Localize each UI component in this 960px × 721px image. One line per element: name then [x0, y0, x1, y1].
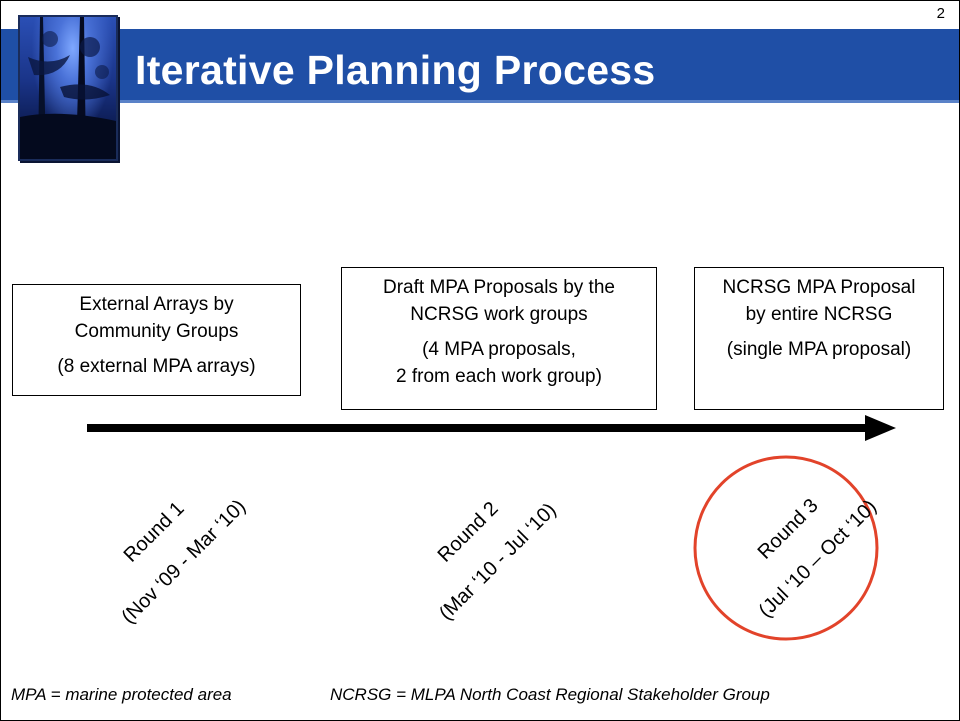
title-bar: [1, 29, 959, 103]
footnote-ncrsg: NCRSG = MLPA North Coast Regional Stakeh…: [330, 685, 770, 704]
round-1-box: External Arrays by Community Groups (8 e…: [12, 284, 301, 396]
round-1-box-line2: Community Groups: [74, 321, 239, 342]
round-3-box-detail: (single MPA proposal): [726, 339, 912, 360]
round-3-box: NCRSG MPA Proposal by entire NCRSG (sing…: [694, 267, 944, 410]
round-2-box-line2: NCRSG work groups: [410, 304, 588, 325]
title-bar-divider: [1, 100, 959, 103]
round-2-box-detail1: (4 MPA proposals,: [422, 339, 576, 360]
round-2-box: Draft MPA Proposals by the NCRSG work gr…: [341, 267, 657, 410]
page-title: Iterative Planning Process: [135, 47, 656, 93]
forest-logo-image: [18, 15, 118, 161]
footnote-mpa: MPA = marine protected area: [11, 685, 232, 704]
round-3-box-line2: by entire NCRSG: [745, 304, 893, 325]
round-2-box-detail2: 2 from each work group): [396, 366, 602, 387]
slide-number: 2: [936, 5, 945, 22]
round-3-box-line1: NCRSG MPA Proposal: [722, 277, 916, 298]
tree-silhouette-icon: [20, 17, 116, 159]
round-2-box-line1: Draft MPA Proposals by the: [383, 277, 615, 298]
round-1-box-line1: External Arrays by: [79, 294, 234, 315]
round-1-box-detail: (8 external MPA arrays): [57, 356, 256, 377]
